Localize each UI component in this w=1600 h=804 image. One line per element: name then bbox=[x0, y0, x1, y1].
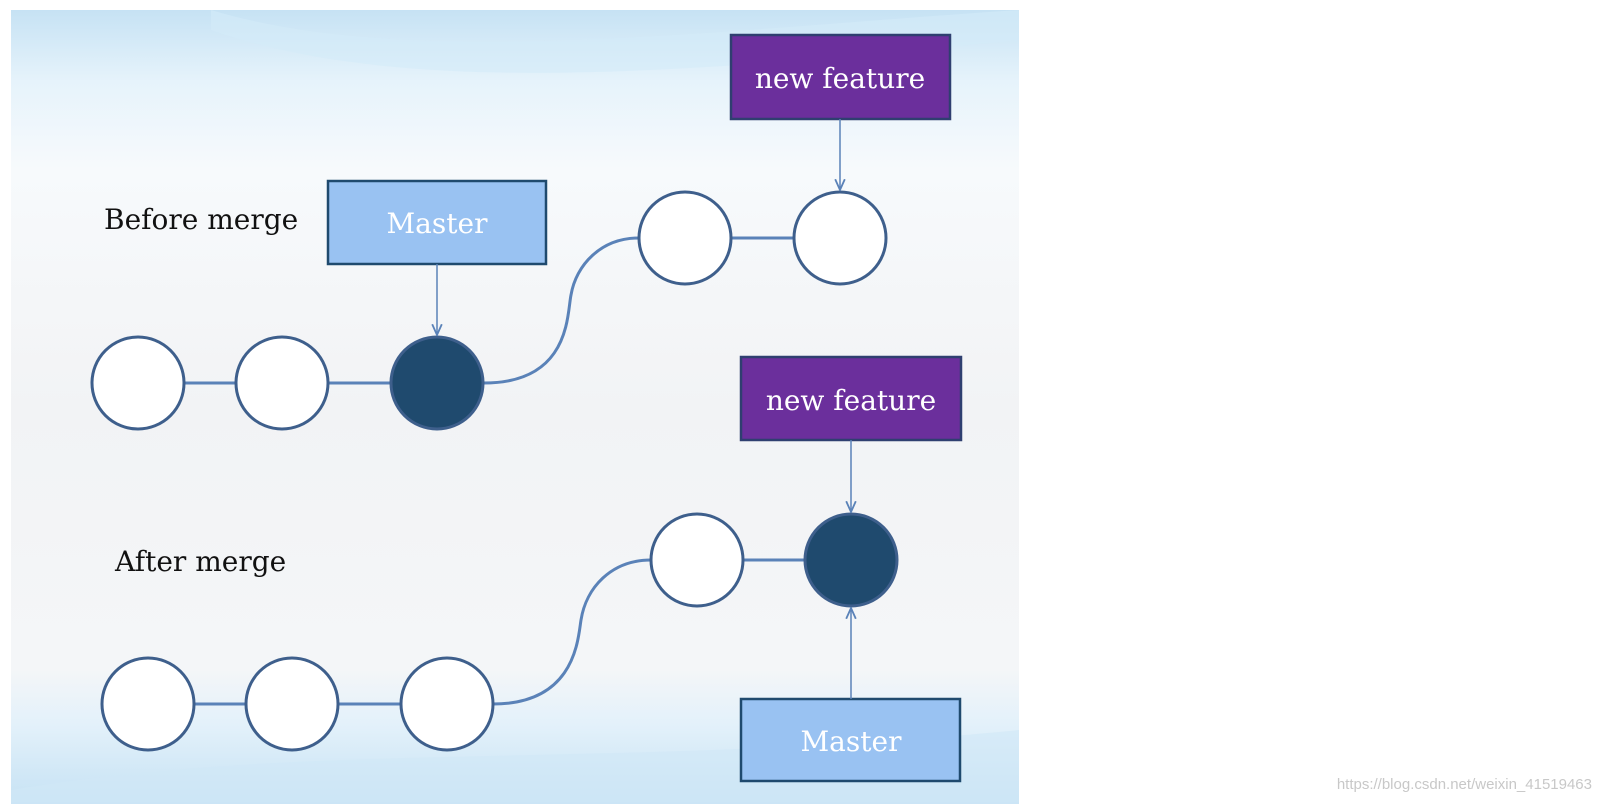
commit-before-2 bbox=[234, 335, 330, 431]
commit-before-1 bbox=[90, 335, 186, 431]
commit-after-2 bbox=[244, 656, 340, 752]
git-merge-diagram: Before merge Master new feature After me… bbox=[11, 10, 1019, 804]
edge-before-branch-curve bbox=[483, 236, 640, 385]
master-label-before: Master bbox=[387, 207, 489, 240]
before-merge-label: Before merge bbox=[104, 203, 298, 236]
commit-before-4 bbox=[637, 190, 733, 286]
master-label-after: Master bbox=[801, 725, 903, 758]
commit-after-1 bbox=[100, 656, 196, 752]
feature-box-before bbox=[729, 33, 952, 121]
feature-label-before: new feature bbox=[755, 62, 925, 95]
commit-after-4 bbox=[649, 512, 745, 608]
watermark-url: https://blog.csdn.net/weixin_41519463 bbox=[1336, 776, 1592, 793]
commit-before-3-head bbox=[389, 335, 485, 431]
commit-after-5-head bbox=[803, 512, 899, 608]
after-merge-label: After merge bbox=[114, 545, 286, 578]
feature-label-after: new feature bbox=[766, 384, 936, 417]
edge-after-branch-curve bbox=[492, 558, 652, 706]
commit-before-5-head bbox=[792, 190, 888, 286]
feature-box-after bbox=[739, 355, 963, 442]
commit-after-3 bbox=[399, 656, 495, 752]
